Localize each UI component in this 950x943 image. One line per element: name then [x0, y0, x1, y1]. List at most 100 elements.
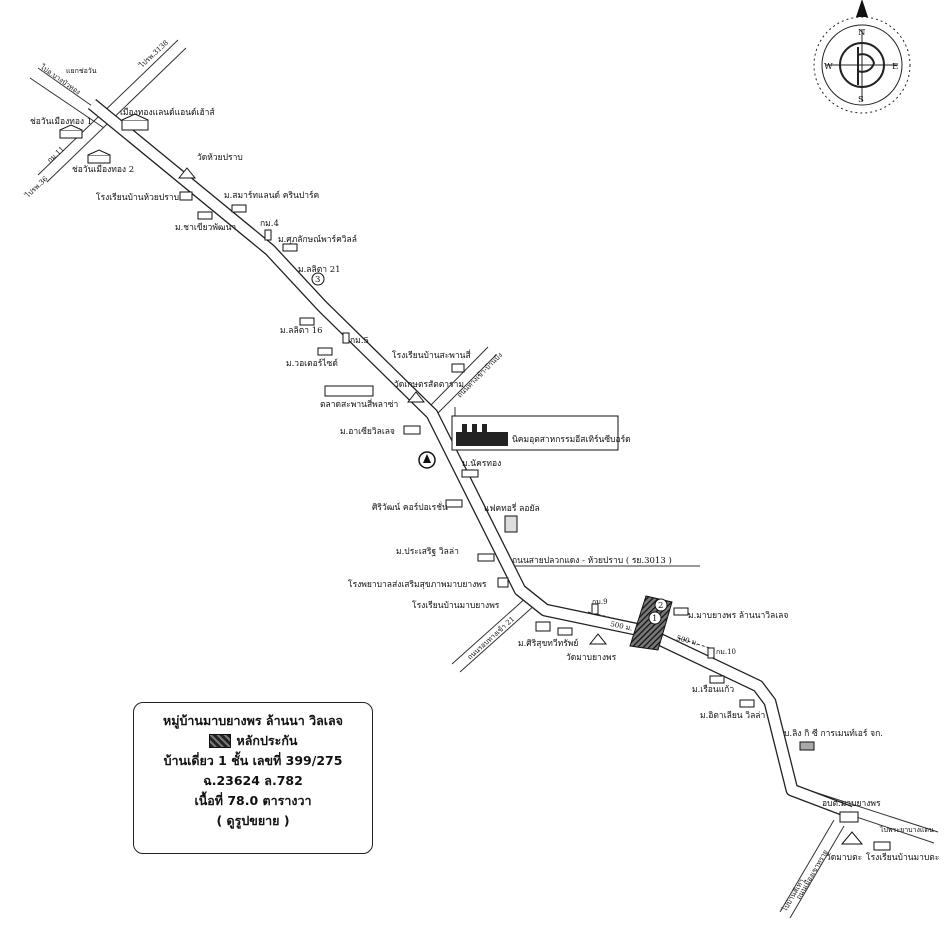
temple-icon	[177, 167, 197, 179]
legend-line-2: ฉ.23624 ล.782	[203, 773, 303, 788]
house-icon	[87, 149, 111, 164]
place-label: โรงเรียนบ้านห้วยปราบ	[96, 192, 179, 203]
house-icon	[445, 499, 463, 508]
market-icon	[324, 385, 374, 397]
place-label: วัดมาบตะ	[826, 853, 862, 863]
road-label-side-2: ถนนรอบทางเข้า 21	[466, 615, 516, 661]
km-post-icon	[342, 332, 350, 344]
school-icon	[535, 621, 551, 632]
compass-e: E	[892, 62, 898, 72]
house-icon	[739, 699, 755, 708]
place-label: ม.ประเสริฐ วิลล่า	[396, 547, 459, 557]
temple-icon	[406, 391, 426, 403]
factory-icon	[504, 515, 518, 533]
place-label: โรงเรียนบ้านมาบตะ	[866, 852, 939, 863]
place-label: กม.5	[350, 336, 369, 346]
place-label: ม.วอเตอร์ไซด์	[286, 358, 338, 369]
markers: 1 2 3	[311, 272, 668, 625]
legend-key-label: หลักประกัน	[236, 733, 298, 748]
road-label-bottom-left: ไปรพ.36	[22, 174, 49, 200]
hospital-icon	[497, 577, 509, 588]
building-icons	[59, 113, 891, 851]
temple-icon	[840, 831, 864, 845]
house-icon	[673, 607, 689, 616]
house-icon	[461, 469, 479, 478]
seal-icon	[418, 451, 436, 469]
place-label: โรงเรียนบ้านมาบยางพร	[412, 600, 500, 611]
house-icon	[121, 113, 149, 131]
house-icon	[477, 553, 495, 562]
school-icon	[451, 363, 465, 373]
school-icon	[179, 191, 193, 201]
school-icon	[873, 841, 891, 851]
place-label: ม.ศิริสุขทวีทรัพย์	[518, 638, 578, 649]
place-label: กม.9	[592, 598, 608, 606]
place-label: กม.4	[260, 219, 279, 229]
place-label: ม.มาบยางพร ล้านนาวิลเลจ	[688, 610, 788, 621]
place-label: ช่อวันเมืองทอง 2	[72, 164, 134, 175]
place-label: ม.อิตาเลียน วิลล่า	[700, 710, 765, 721]
place-label: ม.ลลิตา 16	[280, 326, 323, 336]
place-label: ตลาดสะพานสี่พลาซ่า	[320, 398, 398, 410]
house-icon	[59, 124, 83, 139]
house-icon	[557, 627, 573, 636]
km-post-icon	[264, 229, 272, 241]
compass-s: S	[858, 95, 864, 105]
legend-line-3: เนื้อที่ 78.0 ตารางวา	[194, 793, 312, 808]
legend-key: หลักประกัน	[134, 731, 372, 751]
place-label: ม.ศุภลักษณ์พาร์ควิลล์	[278, 234, 357, 245]
km-post-icon	[707, 647, 715, 659]
office-icon	[839, 811, 859, 823]
road-label-right: ไปพระยาบางแตน	[879, 825, 934, 834]
road-label-main: ถนนสายปลวกแดง - ห้วยปราบ ( รย.3013 )	[512, 555, 672, 566]
place-label: ม.อาเซียวิลเลจ	[340, 426, 395, 437]
temple-icon	[588, 633, 608, 645]
house-icon	[317, 347, 333, 356]
place-labels: เมืองทองแลนด์แอนด์เฮ้าส์ ช่อวันเมืองทอง …	[30, 107, 939, 863]
place-label: เมืองทองแลนด์แอนด์เฮ้าส์	[120, 107, 215, 118]
compass-w: W	[824, 62, 833, 72]
legend-line-4: ( ดูรูปขยาย )	[216, 813, 290, 828]
north-arrow-icon	[856, 0, 868, 17]
legend-title: หมู่บ้านมาบยางพร ล้านนา วิลเลจ	[163, 713, 343, 728]
house-icon	[709, 675, 725, 684]
place-label: โรงพยาบาลส่งเสริมสุขภาพมาบยางพร	[348, 579, 487, 590]
place-label: ม.นัครทอง	[462, 459, 501, 469]
house-icon	[403, 425, 421, 435]
compass-rose: N S E W	[813, 0, 911, 114]
km-post-icon	[591, 603, 599, 615]
marker-1: 1	[652, 614, 657, 624]
marker-3: 3	[315, 275, 320, 285]
place-label: กม.10	[716, 648, 736, 656]
place-label: วัดเกษตรสัตตาราม	[394, 380, 464, 390]
house-icon	[231, 204, 247, 213]
compass-n: N	[858, 28, 866, 38]
place-label: แฟคทอรี่ ลอยัล	[484, 502, 540, 514]
place-label: นิคมอุตสาหกรรมอีสเทิร์นซีบอร์ด	[512, 434, 631, 445]
road-label-top-right: ไปรพ.3138	[136, 38, 169, 70]
house-icon	[197, 211, 213, 220]
place-label: ม.ชาเขียวพัฒนา	[175, 222, 236, 233]
place-label: วัดห้วยปราบ	[197, 152, 243, 163]
place-label: โรงเรียนบ้านสะพานสี่	[392, 349, 471, 361]
road-label-junction: แยกช่อวัน	[66, 67, 97, 75]
industrial-estate-box	[451, 415, 619, 451]
place-label: ม.เรือนแก้ว	[692, 684, 734, 695]
place-label: บ.ลิง กิ ซี การเมนท์เอร์ จก.	[784, 728, 883, 739]
hatch-swatch-icon	[208, 734, 231, 748]
legend-box: หมู่บ้านมาบยางพร ล้านนา วิลเลจ หลักประกั…	[133, 702, 373, 854]
factory-icon	[456, 424, 508, 446]
factory-icon	[799, 741, 815, 751]
road-label-km11: กม.11	[46, 145, 66, 164]
house-icon	[299, 317, 315, 326]
place-label: อบต.มาบยางพร	[822, 799, 881, 809]
house-icon	[282, 243, 298, 252]
place-label: วัดมาบยางพร	[566, 653, 617, 663]
place-label: ช่อวันเมืองทอง 1	[30, 116, 92, 127]
place-label: ม.ลลิตา 21	[298, 265, 341, 275]
marker-2: 2	[658, 601, 663, 611]
place-label: ศิริวัฒน์ คอร์ปอเรชั่น	[372, 501, 448, 513]
place-label: ม.สมาร์ทแลนด์ ครินปาร์ค	[224, 190, 319, 201]
legend-line-1: บ้านเดี่ยว 1 ชั้น เลขที่ 399/275	[163, 753, 343, 768]
